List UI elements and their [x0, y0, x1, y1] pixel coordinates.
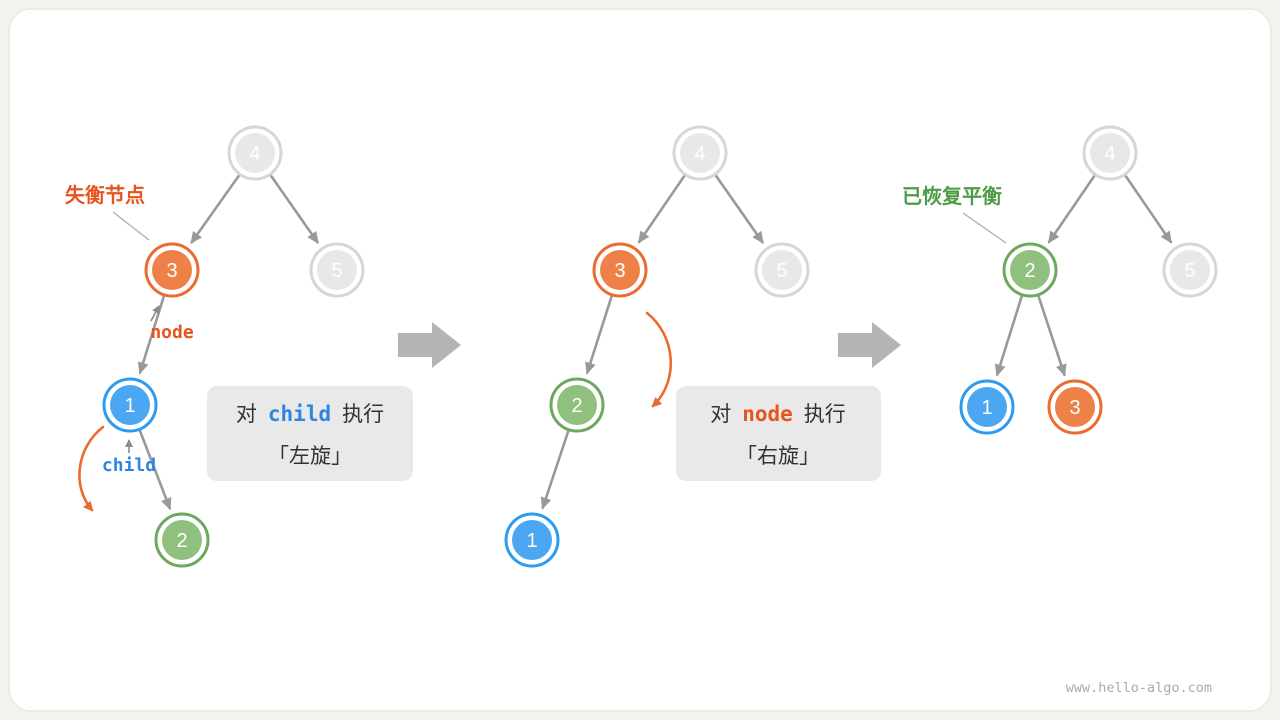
edge-4-3: [190, 174, 241, 244]
node-fill: [600, 250, 640, 290]
edge-2-3: [1037, 295, 1067, 377]
node-fill: [152, 250, 192, 290]
node-fill: [1010, 250, 1050, 290]
node-pointer-label: node: [150, 322, 194, 343]
edge-4-5: [1124, 174, 1173, 244]
node-fill: [1170, 250, 1210, 290]
edge-4-3: [637, 174, 686, 244]
tree2-node-2: 2: [549, 377, 605, 433]
node-value: 2: [571, 395, 582, 417]
caption-suffix: 执行: [804, 403, 846, 426]
tree1-node-2: 2: [154, 512, 210, 568]
node-value: 5: [1184, 260, 1195, 282]
child-pointer-label: child: [102, 455, 156, 476]
node-value: 4: [694, 143, 705, 165]
node-fill: [1055, 387, 1095, 427]
step-arrow-icon: [838, 322, 901, 368]
caption-line1: 对 node 执行: [710, 402, 846, 426]
caption-keyword-child: child: [268, 402, 331, 426]
tree-step1: 4 3 5 1 2 失衡节点 node child: [65, 125, 365, 568]
tree-step2: 4 3 5 2 1: [504, 125, 810, 568]
tree2-node-1: 1: [504, 512, 560, 568]
tree-step3: 4 2 5 1 3 已恢复平衡: [902, 125, 1218, 435]
tree2-node-4: 4: [672, 125, 728, 181]
node-fill: [680, 133, 720, 173]
edge-4-2: [1047, 174, 1096, 244]
node-value: 3: [1069, 397, 1080, 419]
node-value: 5: [331, 260, 342, 282]
node-value: 2: [1024, 260, 1035, 282]
unbalanced-pointer-line: [112, 211, 150, 241]
caption-prefix: 对: [236, 403, 257, 426]
node-fill: [317, 250, 357, 290]
node-value: 1: [981, 397, 992, 419]
node-value: 1: [526, 530, 537, 552]
edge-3-2: [585, 295, 613, 375]
edge-4-5: [269, 174, 319, 244]
tree3-node-1: 1: [959, 379, 1015, 435]
node-value: 3: [614, 260, 625, 282]
edge-2-1: [540, 430, 570, 510]
node-value: 3: [166, 260, 177, 282]
canvas-card: [8, 8, 1272, 712]
rebalanced-label: 已恢复平衡: [902, 184, 1002, 208]
node-fill: [110, 385, 150, 425]
node-value: 1: [124, 395, 135, 417]
rebalanced-pointer-line: [962, 212, 1007, 244]
node-pointer-arrow-icon: [150, 305, 160, 322]
node-fill: [235, 133, 275, 173]
node-value: 5: [776, 260, 787, 282]
unbalanced-node-label: 失衡节点: [65, 183, 145, 207]
tree3-node-5: 5: [1162, 242, 1218, 298]
caption-right-rotate: 对 node 执行 「右旋」: [676, 386, 881, 481]
node-value: 2: [176, 530, 187, 552]
node-fill: [162, 520, 202, 560]
caption-prefix: 对: [710, 403, 731, 426]
left-rotation-arrow-icon: [78, 425, 105, 512]
edge-4-5: [714, 174, 764, 244]
tree1-node-5: 5: [309, 242, 365, 298]
caption-suffix: 执行: [342, 403, 384, 426]
node-fill: [762, 250, 802, 290]
tree1-node-3: 3: [144, 242, 200, 298]
caption-line2: 「右旋」: [736, 445, 820, 468]
node-value: 4: [249, 143, 260, 165]
caption-box: [676, 386, 881, 481]
right-rotation-arrow-icon: [645, 311, 673, 408]
step-arrow-icon: [398, 322, 461, 368]
node-fill: [1090, 133, 1130, 173]
caption-line2: 「左旋」: [268, 445, 352, 468]
edge-2-1: [994, 295, 1023, 377]
tree3-node-2: 2: [1002, 242, 1058, 298]
node-fill: [512, 520, 552, 560]
tree1-node-4: 4: [227, 125, 283, 181]
node-fill: [967, 387, 1007, 427]
tree3-node-4: 4: [1082, 125, 1138, 181]
node-fill: [557, 385, 597, 425]
tree1-node-1: 1: [102, 377, 158, 433]
watermark: www.hello-algo.com: [1066, 680, 1212, 696]
tree2-node-3: 3: [592, 242, 648, 298]
tree2-node-5: 5: [754, 242, 810, 298]
caption-box: [207, 386, 413, 481]
caption-line1: 对 child 执行: [236, 402, 384, 426]
caption-keyword-node: node: [742, 402, 793, 426]
edge-1-2: [138, 429, 172, 511]
edge-3-1: [137, 295, 165, 375]
tree3-node-3: 3: [1047, 379, 1103, 435]
caption-left-rotate: 对 child 执行 「左旋」: [207, 386, 413, 481]
node-value: 4: [1104, 143, 1115, 165]
